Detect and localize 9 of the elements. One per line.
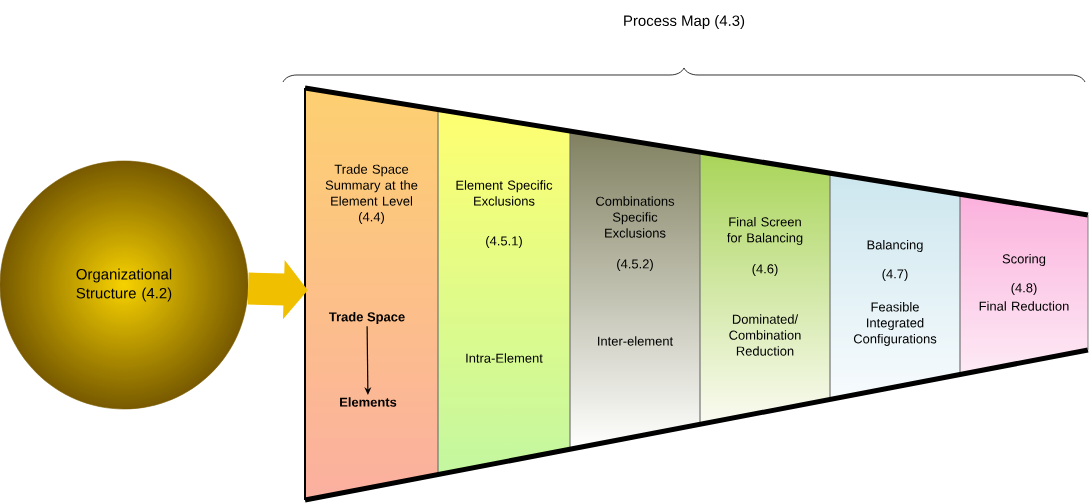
- funnel-stage: Balancing (4.7) Feasible Integrated Configurations: [853, 239, 937, 346]
- title: Process Map (4.3): [624, 15, 745, 29]
- funnel-stage: Trade Space Summary at the Element Level (4.4): [325, 164, 418, 225]
- funnel-stage: Combinations Specific Exclusions (4.5.2) Inter-element: [596, 196, 675, 346]
- funnel-stage: Scoring (4.8) Final Reduction: [979, 253, 1069, 311]
- funnel-stage: Element Specific Exclusions (4.5.1) Intra-Element: [456, 180, 553, 363]
- funnel-stage: Final Screen for Balancing (4.6) Dominated/ Combination Reduction: [727, 217, 803, 356]
- stage-label: Trade Space: [329, 311, 405, 325]
- stage-label: Elements: [340, 397, 397, 407]
